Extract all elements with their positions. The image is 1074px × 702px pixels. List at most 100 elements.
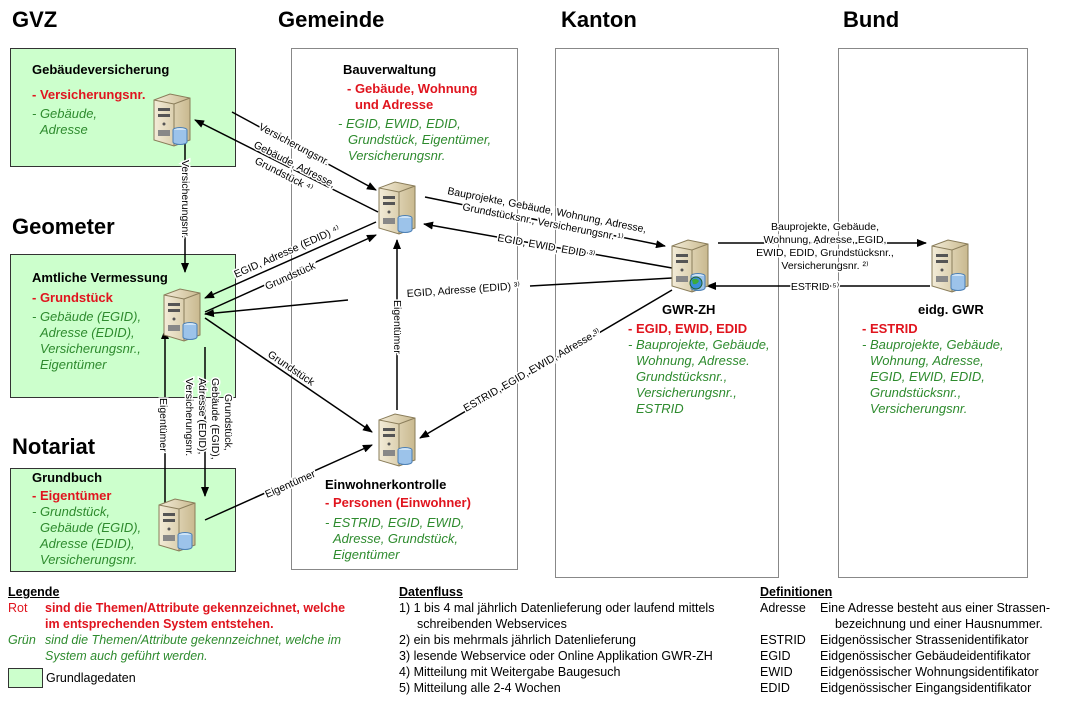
flow-label: Versicherungsnr.: [179, 160, 191, 238]
node-title: Gebäudeversicherung: [32, 62, 170, 77]
green-attr: Adresse, Grundstück,: [333, 531, 458, 546]
bund-lane: [838, 48, 1028, 578]
column-geometer: Geometer: [12, 214, 115, 239]
globe-land-icon: [692, 278, 699, 285]
datenfluss-item: 1) 1 bis 4 mal jährlich Datenlieferung o…: [399, 601, 715, 615]
green-attr: Adresse: [40, 122, 88, 137]
column-gvz: GVZ: [12, 7, 58, 32]
green-attr: Grundstücksnr.,: [870, 385, 962, 400]
green-attr: - ESTRID, EGID, EWID,: [325, 515, 465, 530]
flow-verm-to-einw: [204, 317, 373, 433]
datenfluss-item: schreibenden Webservices: [417, 617, 567, 631]
datenfluss-item: 2) ein bis mehrmals jährlich Datenliefer…: [399, 633, 636, 647]
green-attr: ESTRID: [636, 401, 684, 416]
server-einwohnerkontrolle-icon: [378, 413, 416, 467]
datenfluss-item: 4) Mitteilung mit Weitergabe Baugesuch: [399, 665, 621, 679]
node-grundbuch: Grundbuch - Eigentümer - Grundstück, Geb…: [32, 470, 141, 568]
gemeinde-lane: [291, 48, 518, 570]
node-gebaeudeversicherung: Gebäudeversicherung - Versicherungsnr. -…: [32, 62, 169, 138]
flow-gwr-to-einw: [419, 289, 673, 439]
flow-label: Eigentümer: [391, 300, 403, 354]
legend-swatch: [8, 668, 43, 688]
datenfluss: Datenfluss 1) 1 bis 4 mal jährlich Daten…: [399, 584, 714, 696]
green-attr: Adresse (EDID),: [40, 325, 135, 340]
flow-label: Eigentümer: [263, 468, 317, 501]
node-title: Einwohnerkontrolle: [325, 477, 447, 492]
legend-gruen-text: System auch geführt werden.: [45, 649, 208, 663]
flow-gvz-to-bau: [231, 111, 377, 191]
green-attr: EGID, EWID, EDID,: [870, 369, 985, 384]
legend: Legende Rot sind die Themen/Attribute ge…: [8, 584, 345, 688]
green-attr: - Gebäude,: [32, 106, 98, 121]
flow-label: EGID, Adresse (EDID) ³⁾: [406, 280, 520, 300]
kanton-lane: [555, 48, 779, 578]
green-attr: Eigentümer: [333, 547, 400, 562]
node-gwr-zh: GWR-ZH - EGID, EWID, EDID - Bauprojekte,…: [628, 302, 770, 417]
red-attr: - Personen (Einwohner): [325, 495, 471, 510]
gvz-box: [10, 48, 236, 167]
green-attr: Wohnung, Adresse.: [636, 353, 750, 368]
flow-gwr-to-verm-end: [204, 299, 349, 318]
flow-label: Adresse (EDID),: [196, 378, 208, 454]
legend-swatch-label: Grundlagedaten: [46, 671, 136, 685]
green-attr: Wohnung, Adresse,: [870, 353, 984, 368]
node-title: Amtliche Vermessung: [32, 270, 168, 285]
flow-label: EWID, EDID, Grundstücksnr.,: [756, 247, 894, 259]
node-amtliche-vermessung: Amtliche Vermessung - Grundstück - Gebäu…: [32, 270, 168, 373]
green-attr: Grundstück, Eigentümer,: [348, 132, 492, 147]
grundbuch-box: [10, 468, 236, 572]
red-attr: - Versicherungsnr.: [32, 87, 146, 102]
flow-label: Versicherungsnr. ²⁾: [781, 260, 869, 272]
definition-text: bezeichnung und einer Hausnummer.: [835, 617, 1043, 631]
red-attr: - Grundstück: [32, 290, 113, 305]
node-bauverwaltung: Bauverwaltung - Gebäude, Wohnung und Adr…: [338, 62, 491, 164]
green-attr: - Bauprojekte, Gebäude,: [628, 337, 770, 352]
flow-label: Gebäude (EGID),: [209, 378, 221, 460]
green-attr: - Gebäude (EGID),: [32, 309, 142, 324]
green-attr: - EGID, EWID, EDID,: [338, 116, 461, 131]
flow-gwr-to-verm: [529, 277, 673, 287]
flow-label: ESTRID ⁵⁾: [791, 281, 840, 293]
node-title: Bauverwaltung: [343, 62, 437, 77]
flow-gwr-to-bau: [423, 221, 673, 269]
definition-term: EGID: [760, 649, 791, 663]
definition-text: Eidgenössischer Eingangsidentifikator: [820, 681, 1032, 695]
definition-text: Eidgenössischer Wohnungsidentifikator: [820, 665, 1039, 679]
flow-gb-to-einw: [204, 444, 373, 521]
red-attr: - ESTRID: [862, 321, 918, 336]
definition-term: ESTRID: [760, 633, 806, 647]
red-attr: - Eigentümer: [32, 488, 112, 503]
legend-title: Legende: [8, 585, 60, 599]
flow-bau-to-gvz: [194, 119, 379, 213]
green-attr: Adresse (EDID),: [40, 536, 135, 551]
green-attr: Eigentümer: [40, 357, 107, 372]
legend-rot-key: Rot: [8, 601, 28, 615]
flow-label: Grundstück: [265, 349, 317, 389]
green-attr: Versicherungsnr.: [40, 552, 138, 567]
red-attr: und Adresse: [355, 97, 434, 112]
flow-label: Eigentümer: [157, 398, 169, 452]
datenfluss-title: Datenfluss: [399, 585, 463, 599]
green-attr: Versicherungsnr.,: [636, 385, 737, 400]
legend-rot-text: im entsprechenden System entstehen.: [45, 617, 274, 631]
green-attr: - Grundstück,: [32, 504, 111, 519]
red-attr: - EGID, EWID, EDID: [628, 321, 748, 336]
node-title: eidg. GWR: [918, 302, 984, 317]
column-kanton: Kanton: [561, 7, 637, 32]
flow-label: ESTRID, EGID, EWID, Adresse ³⁾: [462, 326, 603, 415]
datenfluss-item: 3) lesende Webservice oder Online Applik…: [399, 649, 713, 663]
server-eidg-gwr-icon: [931, 239, 969, 293]
flow-label: Versicherungsnr.: [183, 378, 195, 456]
flow-label: Bauprojekte, Gebäude,: [771, 221, 879, 233]
node-title: GWR-ZH: [662, 302, 716, 317]
column-bund: Bund: [843, 7, 900, 32]
datenfluss-item: 5) Mitteilung alle 2-4 Wochen: [399, 681, 561, 695]
green-attr: Versicherungsnr.: [870, 401, 968, 416]
red-attr: - Gebäude, Wohnung: [347, 81, 478, 96]
flow-bau-to-gwr: [424, 196, 666, 249]
server-vermessung-icon: [163, 288, 201, 342]
server-gvz-icon: [153, 93, 191, 147]
